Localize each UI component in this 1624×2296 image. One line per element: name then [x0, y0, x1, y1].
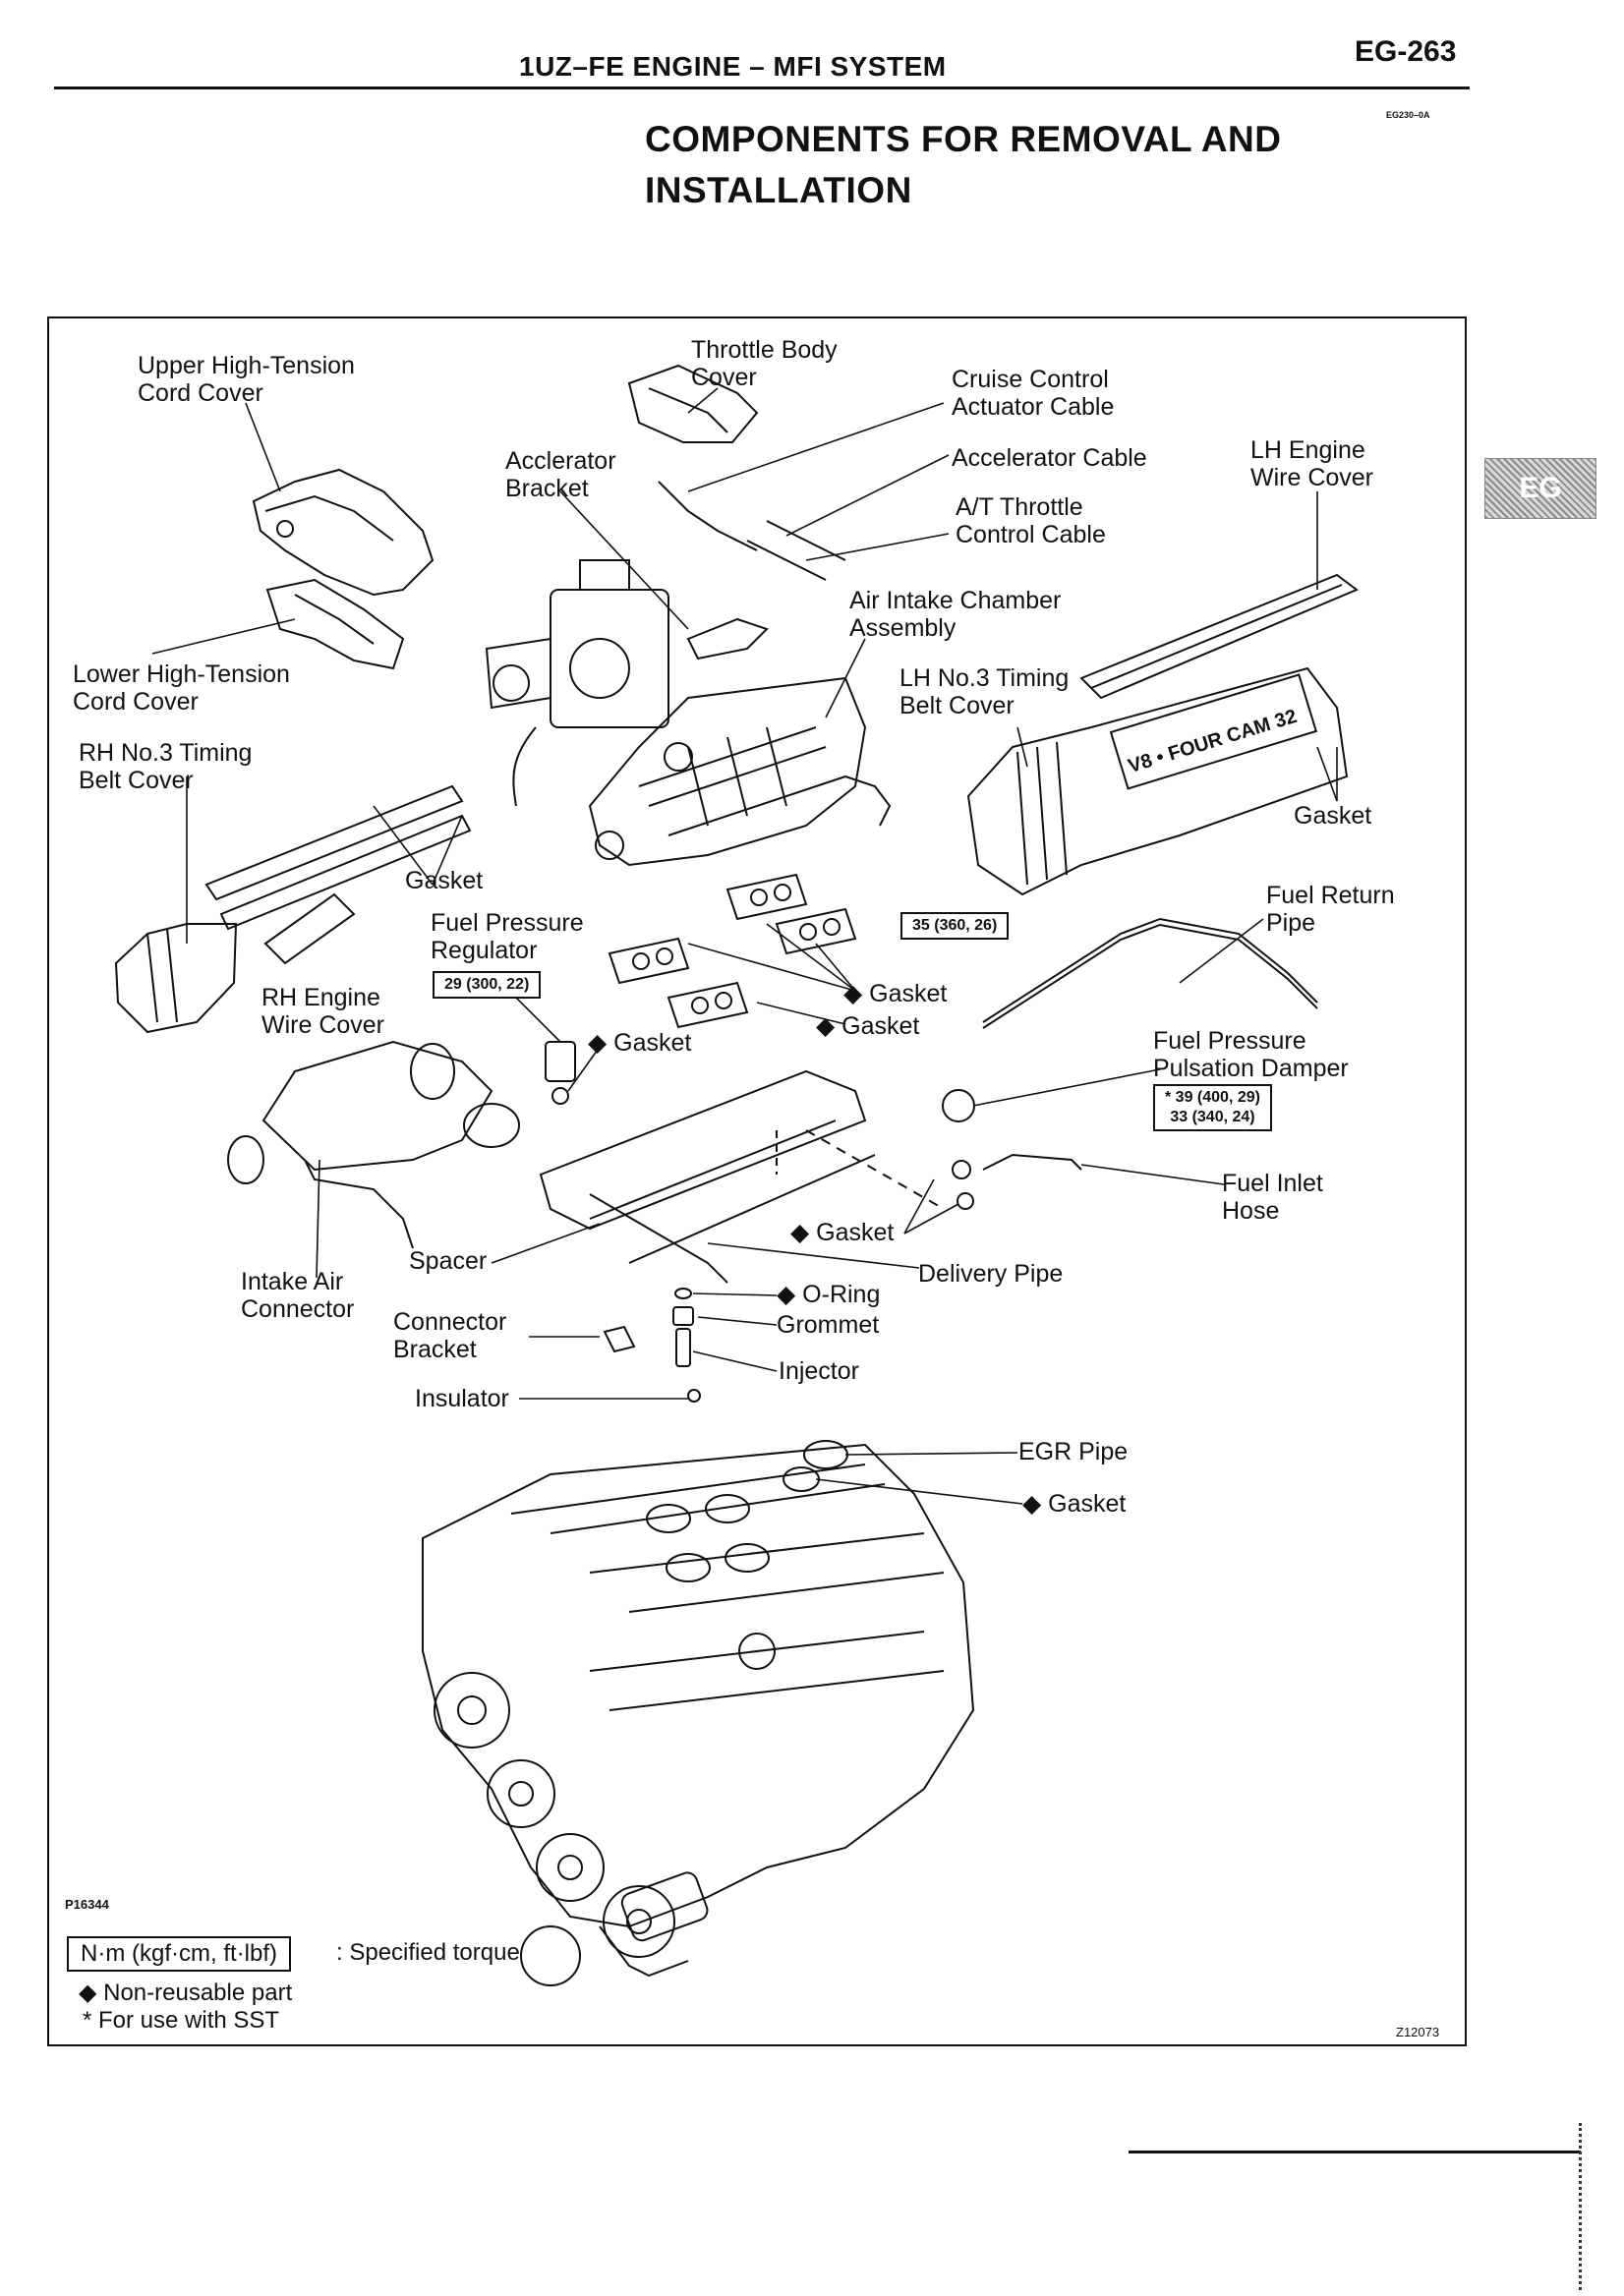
torque-fuel-return: 35 (360, 26)	[900, 912, 1010, 940]
lh-timing-cover-part	[966, 666, 1349, 896]
label-insulator: Insulator	[415, 1385, 509, 1412]
label-egr-pipe: EGR Pipe	[1018, 1438, 1129, 1465]
rh-wire-cover-part	[204, 784, 472, 965]
bottom-rule	[1129, 2151, 1581, 2153]
label-at-throttle-cable: A/T Throttle Control Cable	[956, 493, 1106, 548]
air-intake-chamber-part	[588, 676, 892, 867]
page-heading: COMPONENTS FOR REMOVAL AND INSTALLATION	[645, 119, 1282, 210]
label-rh-timing-belt-cover: RH No.3 Timing Belt Cover	[79, 739, 253, 794]
intake-air-connector-part	[227, 1040, 493, 1249]
label-gasket-inlet: ◆ Gasket	[790, 1219, 895, 1246]
label-lh-timing-belt-cover: LH No.3 Timing Belt Cover	[899, 664, 1070, 719]
legend-torque-unit: N·m (kgf·cm, ft·lbf)	[67, 1936, 291, 1972]
label-gasket-intake-1: ◆ Gasket	[843, 980, 948, 1007]
diagram-frame	[47, 316, 1467, 2046]
throttle-body-part	[485, 559, 669, 807]
label-pulsation-damper: Fuel Pressure Pulsation Damper	[1153, 1027, 1349, 1082]
clamp-part	[463, 1103, 520, 1148]
label-gasket-rh: Gasket	[405, 867, 484, 894]
binding-edge	[1579, 2123, 1586, 2290]
fuel-pressure-regulator-part	[545, 1041, 576, 1105]
pulsation-damper-part	[942, 1089, 1082, 1210]
label-cruise-control-cable: Cruise Control Actuator Cable	[952, 366, 1115, 421]
cables-part	[658, 481, 846, 581]
lh-wire-cover-part	[1079, 573, 1359, 700]
torque-pulsation-damper: * 39 (400, 29) 33 (340, 24)	[1153, 1084, 1272, 1131]
leader-lines	[151, 387, 1338, 1505]
label-upper-ht-cord-cover: Upper High-Tension Cord Cover	[138, 352, 355, 407]
page-number: EG-263	[1355, 35, 1457, 68]
legend-torque-desc: : Specified torque	[336, 1939, 520, 1966]
label-throttle-body-cover: Throttle Body Cover	[691, 336, 838, 391]
accelerator-bracket-part	[686, 617, 769, 660]
egr-pipe-part	[783, 1440, 848, 1492]
label-lower-ht-cord-cover: Lower High-Tension Cord Cover	[73, 660, 290, 716]
label-accelerator-bracket: Acclerator Bracket	[505, 447, 616, 502]
label-o-ring: ◆ O-Ring	[777, 1281, 881, 1308]
legend-non-reusable: ◆ Non-reusable part	[79, 1980, 293, 2006]
label-rh-engine-wire-cover: RH Engine Wire Cover	[261, 984, 385, 1039]
label-fuel-return-pipe: Fuel Return Pipe	[1266, 882, 1395, 937]
injector-parts	[603, 1288, 701, 1403]
label-accelerator-cable: Accelerator Cable	[952, 444, 1147, 472]
label-connector-bracket: Connector Bracket	[393, 1308, 507, 1363]
label-gasket-intake-2: ◆ Gasket	[816, 1012, 920, 1040]
label-fuel-inlet-hose: Fuel Inlet Hose	[1222, 1170, 1323, 1225]
lower-ht-cover-part	[265, 578, 405, 670]
label-delivery-pipe: Delivery Pipe	[918, 1260, 1064, 1288]
figure-code-right: Z12073	[1396, 2025, 1440, 2039]
section-tab[interactable]: EG	[1484, 458, 1596, 519]
label-fuel-pressure-regulator: Fuel Pressure Regulator	[431, 909, 584, 964]
section-code: EG230–0A	[1386, 110, 1430, 120]
figure-code-left: P16344	[65, 1897, 109, 1912]
throttle-body-cover-part	[627, 364, 759, 443]
fuel-return-pipe-part	[982, 917, 1318, 1023]
header-title: 1UZ–FE ENGINE – MFI SYSTEM	[519, 51, 947, 82]
label-spacer: Spacer	[409, 1247, 488, 1275]
label-intake-air-connector: Intake Air Connector	[241, 1268, 355, 1323]
section-tab-label: EG	[1519, 472, 1562, 504]
label-lh-engine-wire-cover: LH Engine Wire Cover	[1250, 436, 1374, 491]
upper-ht-cover-part	[252, 468, 435, 597]
label-injector: Injector	[779, 1357, 859, 1385]
intake-gaskets-part	[608, 873, 857, 1029]
rh-timing-cover-part	[114, 923, 238, 1034]
header-rule	[54, 86, 1470, 89]
label-gasket-regulator: ◆ Gasket	[588, 1029, 692, 1057]
label-gasket-lh: Gasket	[1294, 802, 1372, 830]
delivery-pipe-part	[539, 1069, 945, 1284]
label-gasket-egr: ◆ Gasket	[1022, 1490, 1127, 1518]
engine-block-part	[422, 1443, 975, 1986]
label-grommet: Grommet	[777, 1311, 880, 1339]
legend-sst: * For use with SST	[83, 2007, 280, 2034]
label-air-intake-chamber: Air Intake Chamber Assembly	[849, 587, 1062, 642]
torque-regulator: 29 (300, 22)	[433, 971, 542, 999]
